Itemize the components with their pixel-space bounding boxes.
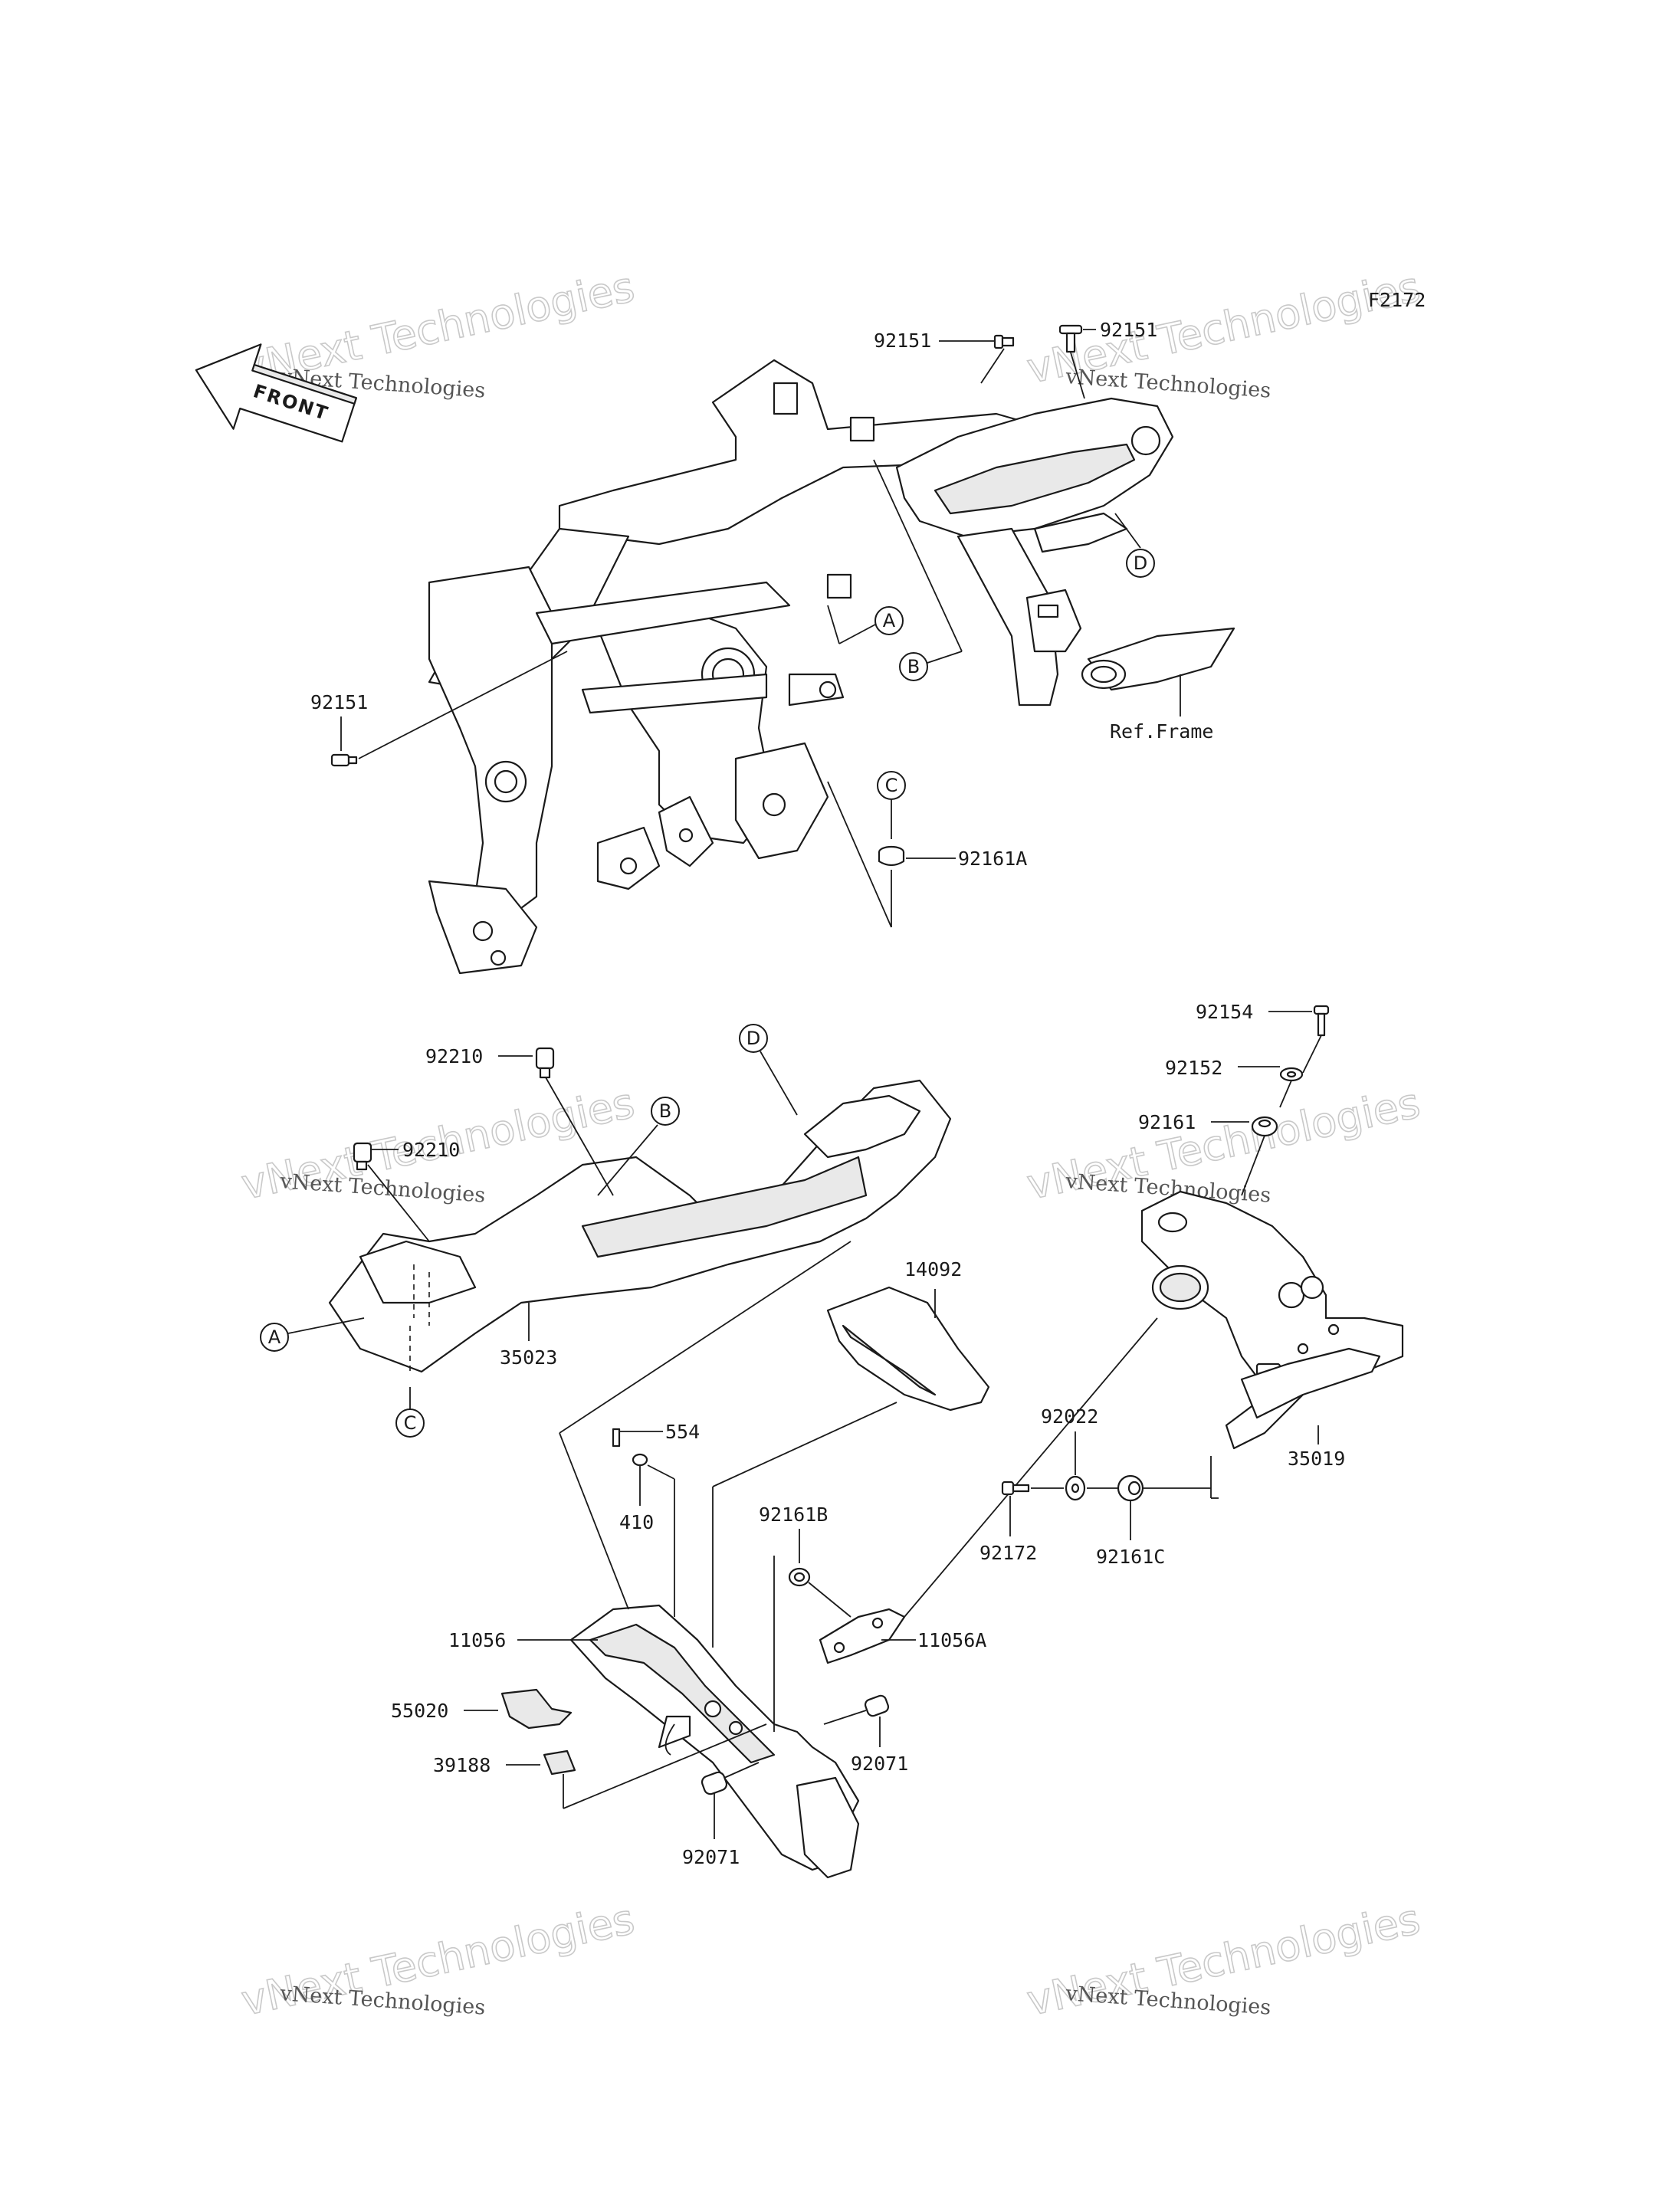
part-92152: 92152 xyxy=(1165,1057,1304,1108)
part-92151-left: 92151 xyxy=(310,651,568,767)
part-label: 554 xyxy=(665,1421,700,1443)
callout-D-top: D xyxy=(1114,513,1155,578)
rear-subframe xyxy=(895,397,1174,707)
callout-label: B xyxy=(659,1100,671,1122)
callout-label: B xyxy=(907,656,920,677)
part-label: 92154 xyxy=(1196,1001,1253,1023)
part-label: 92151 xyxy=(310,691,368,713)
part-410: 410 xyxy=(619,1453,675,1617)
part-92154: 92154 xyxy=(1196,1001,1330,1074)
callout-C-left: C xyxy=(395,1326,425,1438)
callout-label: C xyxy=(404,1412,417,1434)
part-11056-label: 11056 xyxy=(448,1629,598,1651)
part-label: 92071 xyxy=(851,1753,908,1775)
part-92151-mid: 92151 xyxy=(874,330,1015,384)
watermark-bottom-left: vNext Technologies vNext Technologies xyxy=(237,1894,639,2026)
part-92172: 92172 xyxy=(979,1481,1064,1564)
part-55020: 55020 xyxy=(391,1688,573,1730)
part-label: 410 xyxy=(619,1511,654,1533)
part-label: 92151 xyxy=(1100,319,1157,341)
washer-icon xyxy=(1065,1475,1086,1501)
ref-frame-label: Ref.Frame xyxy=(1110,720,1213,743)
part-92071-bottom: 92071 xyxy=(682,1762,760,1868)
part-14092: 14092 xyxy=(826,1258,990,1412)
leader-cover-assembly xyxy=(559,1241,851,1610)
callout-C-top: C xyxy=(877,771,906,839)
part-35023-cover xyxy=(328,1079,952,1373)
bolt-icon xyxy=(1313,1005,1330,1037)
part-label: 11056A xyxy=(917,1629,986,1651)
part-92210-a: 92210 xyxy=(425,1045,614,1196)
leader-holder-bracket xyxy=(904,1317,1158,1618)
part-label: 14092 xyxy=(904,1258,962,1280)
callout-label: C xyxy=(885,775,898,796)
part-92161A: 92161A xyxy=(827,781,1027,928)
part-92161B: 92161B xyxy=(759,1503,851,1732)
bolt-icon xyxy=(1001,1481,1030,1496)
ref-frame-piece: Ref.Frame xyxy=(1081,627,1235,743)
part-label: 92161B xyxy=(759,1503,828,1526)
main-frame xyxy=(428,359,1052,975)
part-label: 11056 xyxy=(448,1629,506,1651)
washer-icon xyxy=(1279,1067,1304,1082)
nut-icon xyxy=(632,1453,648,1467)
part-92210-b: 92210 xyxy=(353,1139,460,1242)
part-35019-holder: 35019 xyxy=(1140,1190,1404,1499)
part-label: 92172 xyxy=(979,1542,1037,1564)
part-39188: 39188 xyxy=(433,1723,767,1809)
part-554: 554 xyxy=(612,1421,700,1448)
part-label: 92161A xyxy=(958,848,1027,870)
bolt-icon xyxy=(1058,324,1083,353)
screw-icon xyxy=(612,1428,621,1448)
clip-icon xyxy=(535,1047,555,1079)
part-label: 92161 xyxy=(1138,1111,1196,1133)
grommet-icon xyxy=(701,1771,728,1795)
front-arrow-icon: FRONT xyxy=(195,343,357,443)
part-label: 92210 xyxy=(402,1139,460,1161)
part-label: 39188 xyxy=(433,1754,491,1776)
watermark-top-right: vNext Technologies vNext Technologies xyxy=(1022,262,1425,403)
callout-B-left: B xyxy=(597,1097,680,1196)
part-label: 92152 xyxy=(1165,1057,1222,1079)
part-label: 35019 xyxy=(1288,1448,1345,1470)
part-92151-top: 92151 xyxy=(1058,319,1157,399)
callout-label: A xyxy=(268,1326,281,1348)
part-92071-right: 92071 xyxy=(823,1694,908,1775)
part-label: 92161C xyxy=(1096,1546,1165,1568)
part-35023-leader: 35023 xyxy=(500,1303,557,1369)
callout-label: D xyxy=(746,1028,760,1049)
callout-D-left: D xyxy=(739,1024,798,1116)
part-92161: 92161 xyxy=(1138,1111,1278,1196)
part-92022: 92022 xyxy=(1041,1405,1098,1501)
leader-14092 xyxy=(712,1402,897,1648)
part-label: 92210 xyxy=(425,1045,483,1067)
part-11056A-bracket: 11056A xyxy=(819,1608,986,1664)
part-label: 55020 xyxy=(391,1700,448,1722)
clip-icon xyxy=(353,1142,372,1171)
callout-label: A xyxy=(883,610,896,631)
grommet-icon xyxy=(1117,1474,1144,1502)
part-92161C: 92161C xyxy=(1087,1474,1211,1568)
grommet-icon xyxy=(864,1694,890,1717)
part-label: 92022 xyxy=(1041,1405,1098,1428)
callout-A-top: A xyxy=(827,605,904,644)
part-label: 92151 xyxy=(874,330,931,352)
part-11056-bracket xyxy=(569,1604,860,1879)
watermark-mid-right: vNext Technologies vNext Technologies xyxy=(1022,1078,1425,1210)
part-label: 92071 xyxy=(682,1846,740,1868)
grommet-icon xyxy=(788,1567,811,1587)
grommet-icon xyxy=(1251,1116,1278,1137)
watermark-text: vNext Technologies xyxy=(1065,365,1272,403)
callout-A-left: A xyxy=(260,1317,365,1352)
callout-B-top: B xyxy=(873,459,963,681)
watermark-bottom-right: vNext Technologies vNext Technologies xyxy=(1022,1894,1425,2026)
callout-label: D xyxy=(1134,553,1147,574)
bolt-icon xyxy=(993,334,1015,349)
bolt-icon xyxy=(330,753,358,767)
part-label: 35023 xyxy=(500,1346,557,1369)
grommet-icon xyxy=(878,845,905,867)
diagram-code: F2172 xyxy=(1368,289,1426,311)
